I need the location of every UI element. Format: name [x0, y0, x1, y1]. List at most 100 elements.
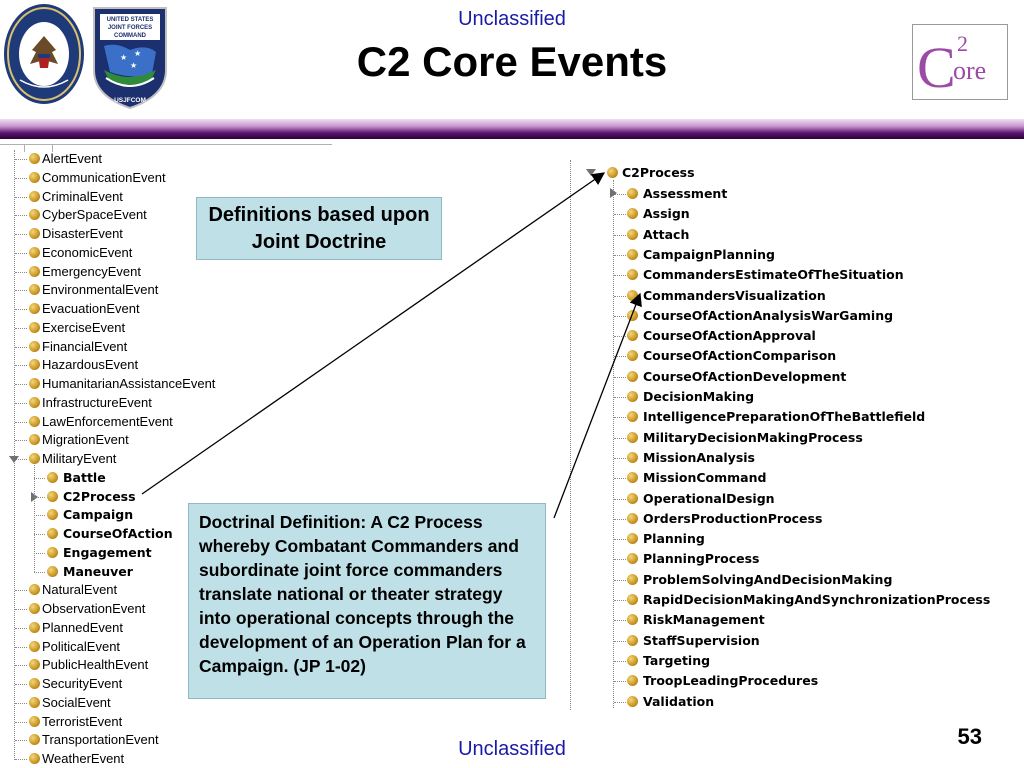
right-tree-item[interactable]: TroopLeadingProcedures	[643, 673, 819, 689]
class-node-icon	[29, 340, 40, 352]
left-tree-item[interactable]: MilitaryEvent	[42, 451, 117, 466]
page-number: 53	[957, 724, 982, 749]
left-tree-item[interactable]: TransportationEvent	[42, 732, 159, 748]
left-tree-item[interactable]: FinancialEvent	[42, 338, 128, 354]
left-tree-item[interactable]: EnvironmentalEvent	[42, 282, 159, 298]
left-tree-item[interactable]: Engagement	[63, 544, 152, 560]
left-tree-item[interactable]: C2Process	[63, 488, 136, 504]
left-tree-item[interactable]: Battle	[63, 469, 106, 485]
collapse-triangle-icon[interactable]	[610, 188, 617, 198]
right-tree-item[interactable]: OperationalDesign	[643, 490, 775, 506]
expand-triangle-icon[interactable]	[586, 169, 596, 176]
class-node-icon	[29, 584, 40, 596]
right-tree-item[interactable]: Attach	[643, 226, 690, 242]
left-tree-trunk	[14, 150, 15, 760]
class-node-icon	[29, 190, 40, 202]
dod-seal-logo	[4, 4, 84, 104]
class-node-icon	[627, 248, 638, 260]
left-tree-item[interactable]: CriminalEvent	[42, 188, 123, 204]
class-node-icon	[47, 471, 58, 483]
class-node-icon	[29, 696, 40, 708]
right-tree-item[interactable]: Planning	[643, 531, 705, 547]
class-node-icon	[627, 695, 638, 707]
right-tree-item[interactable]: Assessment	[643, 186, 728, 201]
definitions-callout: Definitions based upon Joint Doctrine	[196, 197, 442, 260]
right-tree-item[interactable]: MissionAnalysis	[643, 449, 755, 465]
left-tree-item[interactable]: EvacuationEvent	[42, 301, 140, 316]
class-node-icon	[627, 309, 638, 321]
right-tree-item[interactable]: CourseOfActionAnalysisWarGaming	[643, 307, 894, 323]
left-tree-item[interactable]: DisasterEvent	[42, 226, 123, 241]
right-tree-item[interactable]: StaffSupervision	[643, 632, 760, 648]
right-tree-item[interactable]: MilitaryDecisionMakingProcess	[643, 429, 863, 445]
logo-rest: ore	[953, 56, 986, 85]
right-tree-item[interactable]: CampaignPlanning	[643, 246, 775, 262]
class-node-icon	[627, 330, 638, 342]
doctrinal-definition-text: Doctrinal Definition: A C2 Process where…	[199, 512, 526, 676]
class-node-icon	[627, 269, 638, 281]
left-tree-item[interactable]: AlertEvent	[42, 151, 102, 166]
class-node-icon	[627, 411, 638, 423]
left-tree-item[interactable]: MigrationEvent	[42, 432, 129, 448]
left-tree-item[interactable]: PoliticalEvent	[42, 638, 121, 654]
right-tree-item[interactable]: CourseOfActionDevelopment	[643, 368, 847, 384]
left-tree-item[interactable]: WeatherEvent	[42, 751, 125, 766]
left-tree-item[interactable]: HazardousEvent	[42, 357, 139, 373]
left-tree-item[interactable]: PlannedEvent	[42, 619, 123, 635]
left-tree-item[interactable]: LawEnforcementEvent	[42, 413, 173, 429]
class-node-icon	[29, 640, 40, 652]
left-tree-item[interactable]: Maneuver	[63, 563, 133, 579]
right-tree-item[interactable]: DecisionMaking	[643, 389, 755, 404]
class-node-icon	[627, 472, 638, 484]
class-node-icon	[627, 188, 638, 199]
right-tree-item[interactable]: CommandersVisualization	[643, 287, 826, 303]
left-tree-item[interactable]: Campaign	[63, 507, 134, 523]
right-tree-item[interactable]: PlanningProcess	[643, 551, 760, 567]
definitions-callout-text: Definitions based upon Joint Doctrine	[208, 204, 430, 253]
left-tree-item[interactable]: InfrastructureEvent	[42, 394, 152, 410]
class-node-icon	[29, 434, 40, 446]
right-tree-item[interactable]: CourseOfActionApproval	[643, 328, 816, 344]
right-tree-item[interactable]: Validation	[643, 693, 715, 709]
left-tree-item[interactable]: HumanitarianAssistanceEvent	[42, 376, 216, 391]
expand-triangle-icon[interactable]	[9, 456, 19, 463]
header-band	[0, 119, 1024, 139]
right-tree-item[interactable]: OrdersProductionProcess	[643, 510, 823, 526]
right-tree-item[interactable]: CommandersEstimateOfTheSituation	[643, 267, 904, 283]
right-tree-root[interactable]: C2Process	[622, 165, 695, 180]
class-node-icon	[29, 209, 40, 221]
left-tree-item[interactable]: EmergencyEvent	[42, 263, 141, 279]
right-tree-item[interactable]: IntelligencePreparationOfTheBattlefield	[643, 409, 926, 425]
left-tree-item[interactable]: SocialEvent	[42, 694, 111, 710]
left-tree-header	[0, 144, 332, 153]
right-tree-item[interactable]: CourseOfActionComparison	[643, 348, 837, 364]
right-tree-item[interactable]: MissionCommand	[643, 470, 767, 486]
class-node-icon	[29, 171, 40, 183]
left-tree-item[interactable]: SecurityEvent	[42, 676, 123, 691]
right-tree-item[interactable]: RiskManagement	[643, 612, 765, 628]
left-tree-item[interactable]: CyberSpaceEvent	[42, 207, 147, 223]
class-node-icon	[627, 614, 638, 626]
right-tree-item[interactable]: ProblemSolvingAndDecisionMaking	[643, 571, 893, 587]
left-tree-item[interactable]: PublicHealthEvent	[42, 657, 149, 673]
left-tree-item[interactable]: NaturalEvent	[42, 582, 118, 598]
right-tree-item[interactable]: Assign	[643, 206, 690, 222]
left-tree-item[interactable]: EconomicEvent	[42, 244, 133, 260]
class-node-icon	[627, 492, 638, 504]
left-subtree-trunk	[34, 462, 35, 572]
left-tree-item[interactable]: TerroristEvent	[42, 713, 123, 729]
left-tree-item[interactable]: CommunicationEvent	[42, 169, 166, 185]
classification-bottom: Unclassified	[458, 738, 566, 760]
class-node-icon	[29, 734, 40, 746]
logo-c: C	[917, 35, 956, 99]
right-tree-item[interactable]: RapidDecisionMakingAndSynchronizationPro…	[643, 592, 991, 607]
left-tree-item[interactable]: ExerciseEvent	[42, 319, 126, 335]
class-node-icon	[29, 453, 40, 464]
left-tree-item[interactable]: CourseOfAction	[63, 526, 173, 541]
left-tree-item[interactable]: ObservationEvent	[42, 601, 146, 616]
class-node-icon	[607, 167, 618, 178]
jfc-seal-line-2: JOINT FORCES	[108, 25, 152, 31]
right-tree-item[interactable]: Targeting	[643, 652, 711, 668]
class-node-icon	[29, 415, 40, 427]
class-node-icon	[627, 553, 638, 565]
